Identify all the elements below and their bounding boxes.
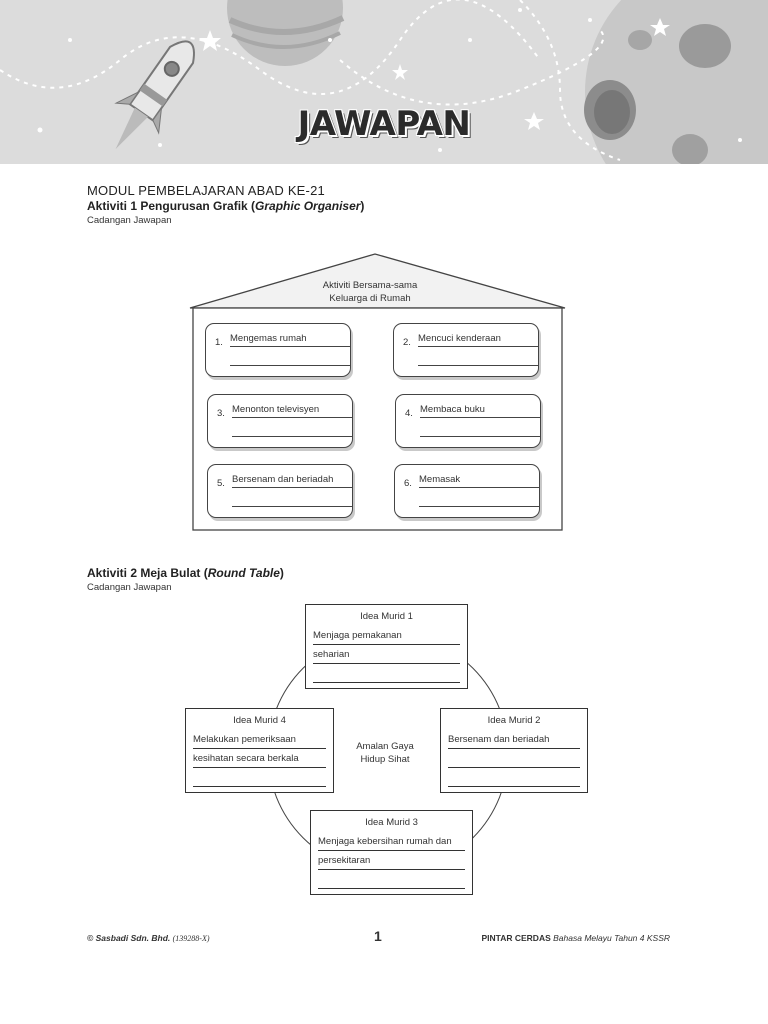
- card-number: 3.: [217, 408, 225, 419]
- answer-line: [419, 506, 539, 507]
- card-number: 1.: [215, 337, 223, 348]
- round-table-center-line1: Amalan Gaya: [356, 741, 414, 752]
- activity-card: 4. Membaca buku: [395, 394, 541, 448]
- idea-line: [313, 668, 460, 683]
- answer-line: [232, 436, 352, 437]
- idea-title: Idea Murid 1: [360, 611, 413, 622]
- idea-line: Bersenam dan beriadah: [448, 734, 580, 749]
- idea-line: [448, 772, 580, 787]
- page-number: 1: [374, 928, 382, 944]
- card-number: 5.: [217, 478, 225, 489]
- idea-title: Idea Murid 2: [487, 715, 541, 726]
- card-answer: Menonton televisyen: [232, 404, 352, 418]
- idea-box-1: Idea Murid 1 Menjaga pemakanan seharian: [305, 604, 468, 689]
- idea-box-4: Idea Murid 4 Melakukan pemeriksaan kesih…: [185, 708, 334, 793]
- activity-card: 2. Mencuci kenderaan: [393, 323, 539, 377]
- card-answer: Mengemas rumah: [230, 333, 350, 347]
- card-number: 4.: [405, 408, 413, 419]
- idea-line: [193, 772, 326, 787]
- card-answer: Membaca buku: [420, 404, 540, 418]
- footer-copyright: © Sasbadi Sdn. Bhd. (139288-X): [87, 933, 210, 943]
- activity1-title: Aktiviti 1 Pengurusan Grafik (Graphic Or…: [87, 199, 365, 213]
- idea-box-2: Idea Murid 2 Bersenam dan beriadah: [440, 708, 588, 793]
- idea-line: [318, 874, 465, 889]
- card-number: 2.: [403, 337, 411, 348]
- activity2-title: Aktiviti 2 Meja Bulat (Round Table): [87, 566, 284, 580]
- roof-label-line2: Keluarga di Rumah: [329, 293, 411, 304]
- idea-line: seharian: [313, 649, 460, 664]
- company-code: (139288-X): [172, 934, 210, 943]
- idea-box-3: Idea Murid 3 Menjaga kebersihan rumah da…: [310, 810, 473, 895]
- idea-line: persekitaran: [318, 855, 465, 870]
- card-number: 6.: [404, 478, 412, 489]
- roof-label-line1: Aktiviti Bersama-sama: [322, 280, 418, 291]
- answer-line: [230, 365, 350, 366]
- header-banner: JAWAPAN: [0, 0, 768, 164]
- answer-line: [232, 506, 352, 507]
- idea-title: Idea Murid 4: [233, 715, 286, 726]
- activity-card: 5. Bersenam dan beriadah: [207, 464, 353, 518]
- activity2-note: Cadangan Jawapan: [87, 582, 172, 593]
- idea-line: Menjaga kebersihan rumah dan: [318, 836, 465, 851]
- footer-book-title: PINTAR CERDAS Bahasa Melayu Tahun 4 KSSR: [481, 933, 670, 943]
- idea-line: kesihatan secara berkala: [193, 753, 326, 768]
- idea-line: Menjaga pemakanan: [313, 630, 460, 645]
- activity1-note: Cadangan Jawapan: [87, 215, 172, 226]
- activity-card: 3. Menonton televisyen: [207, 394, 353, 448]
- space-illustration: [0, 0, 768, 164]
- banner-title: JAWAPAN: [297, 104, 471, 144]
- activity-card: 1. Mengemas rumah: [205, 323, 351, 377]
- idea-line: Melakukan pemeriksaan: [193, 734, 326, 749]
- idea-line: [448, 753, 580, 768]
- answer-line: [420, 436, 540, 437]
- idea-title: Idea Murid 3: [365, 817, 418, 828]
- card-answer: Mencuci kenderaan: [418, 333, 538, 347]
- answer-line: [418, 365, 538, 366]
- module-title: MODUL PEMBELAJARAN ABAD KE-21: [87, 183, 325, 198]
- activity-card: 6. Memasak: [394, 464, 540, 518]
- round-table-center-line2: Hidup Sihat: [360, 754, 410, 765]
- card-answer: Bersenam dan beriadah: [232, 474, 352, 488]
- card-answer: Memasak: [419, 474, 539, 488]
